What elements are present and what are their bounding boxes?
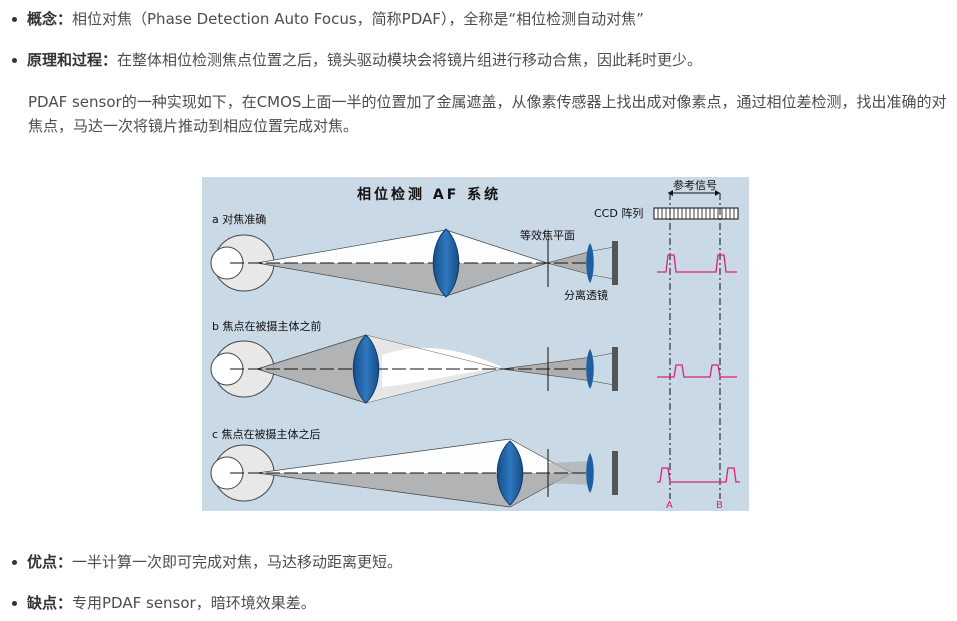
pdaf-description: PDAF sensor的一种实现如下，在CMOS上面一半的位置加了金属遮盖，从像… — [28, 93, 947, 135]
term-label: 概念： — [27, 10, 73, 28]
ccd-array-label: CCD 阵列 — [594, 206, 643, 220]
case-b-label: b 焦点在被摄主体之前 — [212, 319, 321, 333]
marker-b: B — [716, 500, 723, 511]
term-label: 原理和过程： — [27, 51, 118, 69]
signal-b — [657, 364, 737, 378]
marker-a: A — [666, 500, 673, 511]
bullet-concept: 概念：相位对焦（Phase Detection Auto Focus，简称PDA… — [12, 8, 644, 30]
bullet-advantage: 优点：一半计算一次即可完成对焦，马达移动距离更短。 — [12, 551, 402, 573]
separator-lens-label: 分离透镜 — [564, 288, 608, 302]
term-text: 一半计算一次即可完成对焦，马达移动距离更短。 — [72, 553, 403, 571]
term-text: 专用PDAF sensor，暗环境效果差。 — [72, 594, 316, 612]
bullet-dot — [12, 560, 17, 565]
pdaf-diagram: 相位检测 AF 系统 参考信号 CCD 阵列 a 对焦准确 — [202, 177, 749, 511]
case-c-optics — [210, 438, 618, 508]
diagram-title: 相位检测 AF 系统 — [357, 186, 501, 203]
bullet-dot — [12, 58, 17, 63]
bullet-principle: 原理和过程：在整体相位检测焦点位置之后，镜头驱动模块会将镜片组进行移动合焦，因此… — [12, 49, 702, 71]
equivalent-focal-plane-label: 等效焦平面 — [520, 228, 575, 242]
ccd-array — [653, 207, 739, 220]
reference-signal-label: 参考信号 — [673, 178, 717, 192]
bullet-dot — [12, 601, 17, 606]
bullet-disadvantage: 缺点：专用PDAF sensor，暗环境效果差。 — [12, 592, 316, 614]
term-label: 优点： — [27, 553, 73, 571]
term-label: 缺点： — [27, 594, 73, 612]
signal-a — [657, 254, 737, 273]
arrow-right-icon — [715, 190, 720, 196]
signal-c — [657, 467, 740, 483]
bullet-dot — [12, 17, 17, 22]
case-a-label: a 对焦准确 — [212, 212, 266, 226]
term-text: 在整体相位检测焦点位置之后，镜头驱动模块会将镜片组进行移动合焦，因此耗时更少。 — [117, 51, 703, 69]
case-b-optics — [210, 334, 618, 404]
reference-dashdot-lines — [669, 193, 721, 499]
case-c-label: c 焦点在被摄主体之后 — [212, 427, 321, 441]
case-a-optics — [210, 228, 618, 298]
term-text: 相位对焦（Phase Detection Auto Focus，简称PDAF），… — [72, 10, 644, 28]
